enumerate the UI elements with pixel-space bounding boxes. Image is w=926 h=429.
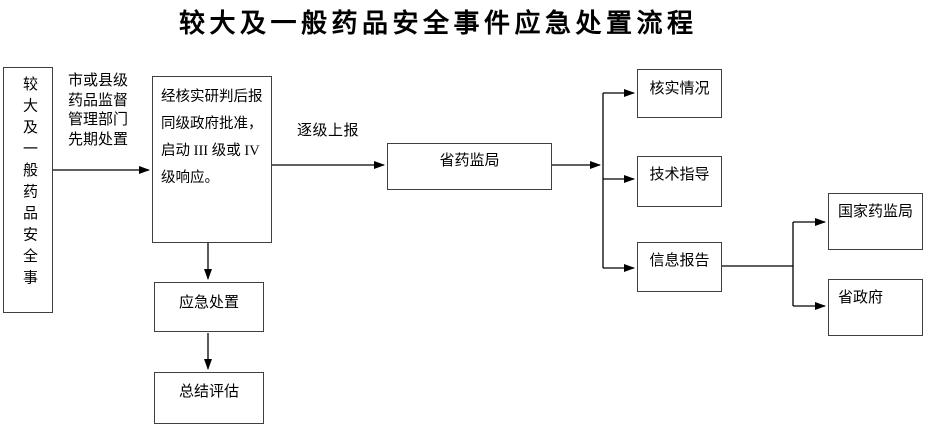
node-summary-evaluation: 总结评估 [154, 372, 264, 424]
label-escalate-report: 逐级上报 [297, 123, 360, 139]
node-province-drug-bureau: 省药监局 [387, 143, 552, 190]
node-event: 较大及一般药品安全事件 [3, 67, 53, 313]
node-technical-guidance: 技术指导 [637, 156, 722, 207]
approval-response-line: 同级政府批准， [161, 116, 263, 132]
node-approval-response: 经核实研判后报 同级政府批准， 启动 III 级或 IV 级响应。 [152, 76, 272, 243]
approval-response-line: 经核实研判后报 [161, 89, 263, 105]
node-national-drug-bureau: 国家药监局 [828, 193, 923, 250]
node-emergency-disposal: 应急处置 [154, 282, 264, 332]
page-title: 较大及一般药品安全事件应急处置流程 [179, 9, 698, 38]
node-verify-situation: 核实情况 [637, 69, 722, 118]
approval-response-line: 级响应。 [161, 170, 219, 186]
node-province-government: 省政府 [828, 279, 923, 336]
label-initial-disposal: 市或县级药品监督管理部门先期处置 [68, 73, 129, 148]
approval-response-line: 启动 III 级或 IV [161, 143, 260, 159]
node-information-report: 信息报告 [637, 242, 722, 292]
